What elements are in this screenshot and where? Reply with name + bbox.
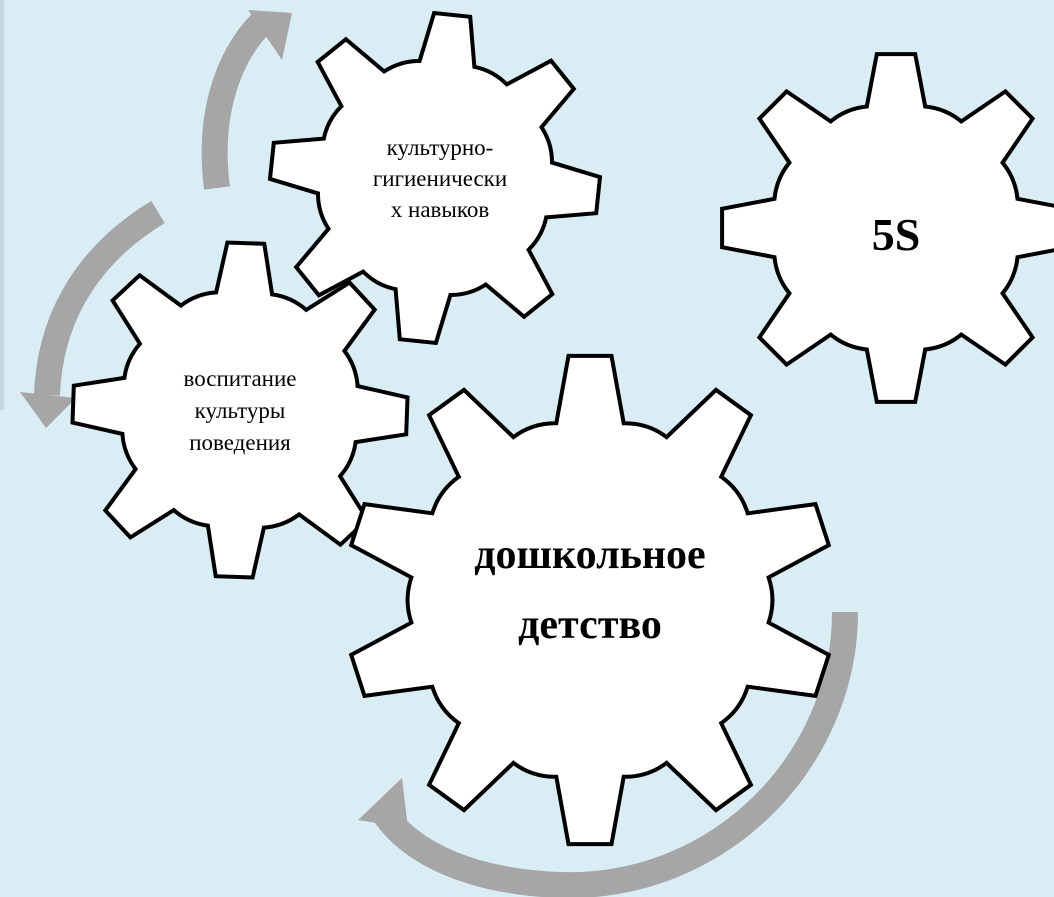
gear-behavior-label-line-2: культуры [195,398,286,423]
arrow-top [201,10,292,190]
gear-preschool [348,353,832,847]
gear-preschool-label-line-1: дошкольное [474,532,705,578]
gear-behavior-label-line-3: поведения [189,430,291,455]
gear-5s [720,52,1054,404]
left-edge-bar [0,0,4,410]
gear-hygiene-label-line-1: культурно- [387,135,494,160]
arrow-bottom [358,611,858,897]
gear-behavior-label-line-1: воспитание [184,366,297,391]
gear-hygiene [267,10,603,346]
gear-5s-label: 5S [872,209,921,260]
gear-preschool-label-line-2: детство [518,602,662,648]
arrow-left [20,200,165,428]
gear-behavior [70,240,410,580]
gear-hygiene-label-line-2: гигиенически [373,166,507,191]
gear-hygiene-label-line-3: х навыков [391,197,490,222]
